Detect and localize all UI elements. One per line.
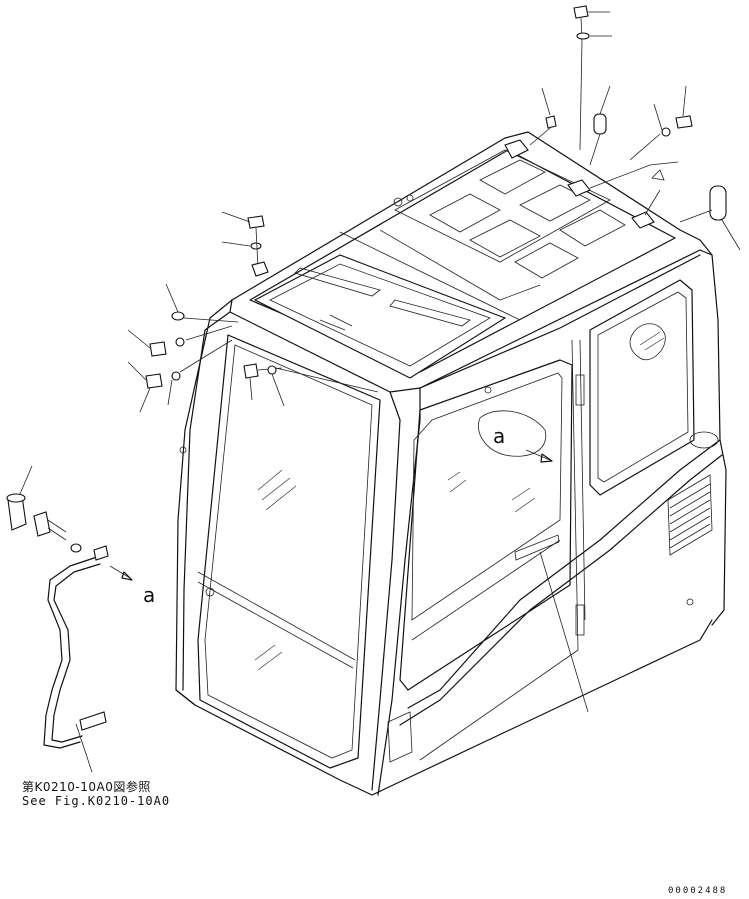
view-marker-left: a <box>143 583 156 607</box>
reference-english: See Fig.K0210-10A0 <box>22 794 171 808</box>
roof-panels <box>253 149 626 379</box>
side-door <box>387 339 586 763</box>
assist-handle-parts <box>6 410 589 773</box>
left-fasteners <box>127 283 379 413</box>
drawing-number: 00002488 <box>668 886 728 896</box>
reference-japanese: 第K0210-10A0図参照 <box>22 780 151 794</box>
view-marker-window: a <box>493 424 506 448</box>
roof-fasteners <box>221 5 741 277</box>
front-windshield <box>179 334 381 769</box>
cab-body <box>175 131 727 796</box>
rear-side-window <box>589 279 695 496</box>
rear-vent-grille <box>484 386 719 606</box>
